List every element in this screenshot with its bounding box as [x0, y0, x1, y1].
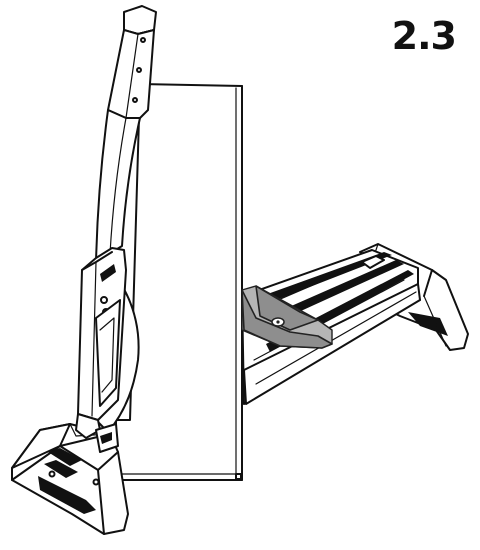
hinge-block-icon — [95, 423, 119, 453]
gray-clamp-icon — [241, 285, 333, 349]
door-panel-icon — [115, 83, 243, 481]
step-number: 2.3 — [391, 14, 457, 58]
adjustable-pole-icon — [75, 5, 157, 439]
